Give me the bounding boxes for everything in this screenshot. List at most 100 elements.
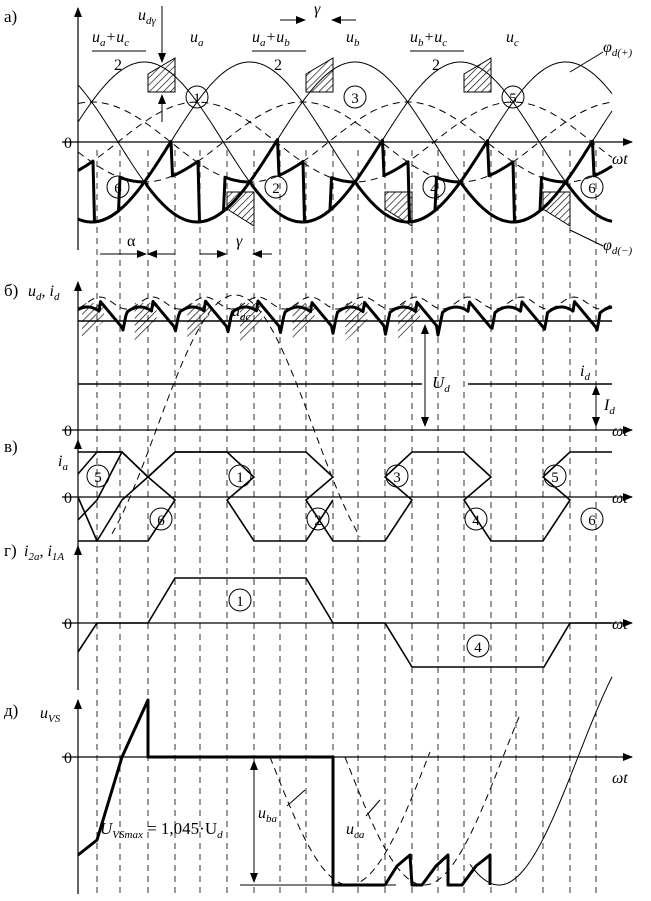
Id-label: Id	[603, 397, 615, 417]
circle-6-left: 6	[106, 175, 130, 199]
svg-text:6: 6	[588, 513, 596, 529]
svg-text:4: 4	[474, 640, 482, 656]
circle-4: 4	[422, 175, 446, 199]
svg-text:ua+ub: ua+ub	[252, 29, 290, 49]
panel-a: а) 0 ωt α γ γ udγ ua+uc 2 ua ua+ub	[4, 1, 633, 258]
uca-dashed-curve	[344, 716, 520, 886]
panel-b-output-voltage	[77, 294, 613, 537]
uba-dashed-curve	[269, 751, 431, 886]
circle-1: 1	[185, 85, 209, 109]
panel-c-zero: 0	[64, 490, 72, 507]
phi-plus-label: φd(+)	[603, 39, 632, 59]
hatched-area-3	[463, 57, 492, 93]
panel-b-zero: 0	[64, 423, 72, 440]
Umax-formula: UVSmax = 1,045·Ud	[100, 819, 223, 841]
hatched-area-1	[147, 57, 176, 93]
half-sum-curve-c	[77, 101, 613, 183]
c-circle-4: 4	[464, 507, 488, 531]
ia-upper-left	[77, 451, 122, 475]
c-circle-2: 2	[306, 507, 330, 531]
uca-label: uca	[346, 821, 365, 841]
panel-c: в) ia 0 ωt 5 1 3 5 6 2 4 6	[4, 437, 633, 560]
svg-text:5: 5	[509, 91, 517, 107]
gamma-top-label: γ	[314, 1, 321, 18]
uac-label: uac	[232, 303, 251, 323]
uca-leader	[365, 799, 381, 817]
gamma-bottom-label: γ	[236, 233, 243, 250]
udy-label: udγ	[138, 7, 157, 27]
uba-label: uba	[258, 805, 278, 825]
svg-text:4: 4	[472, 513, 480, 529]
svg-text:ua+uc: ua+uc	[92, 29, 129, 49]
panel-d-zero: 0	[64, 616, 72, 633]
d-circle-4: 4	[466, 634, 490, 658]
svg-text:6: 6	[114, 181, 122, 197]
c-circle-6-left: 6	[149, 507, 173, 531]
svg-text:3: 3	[351, 91, 359, 107]
hatched-area-2	[305, 57, 334, 93]
svg-text:1: 1	[236, 470, 244, 486]
hatched-area-6	[542, 191, 571, 227]
thyristor-voltage-waveform	[77, 698, 492, 887]
ud-hatched-notch-3	[187, 303, 210, 341]
panel-b: б) ud, id 0 ωt uac Ud id Id	[4, 281, 633, 537]
svg-text:1: 1	[193, 91, 201, 107]
svg-text:2: 2	[114, 57, 122, 74]
ud-hatched-notch-4	[240, 303, 262, 341]
panel-a-axis-label: ωt	[612, 151, 628, 168]
phi-plus-leader	[569, 51, 604, 73]
svg-text:3: 3	[393, 470, 401, 486]
uba-leader	[286, 789, 306, 807]
svg-text:4: 4	[430, 181, 438, 197]
d-circle-1: 1	[228, 588, 252, 612]
panel-e-thyristor-voltage	[77, 676, 613, 887]
ud-hatched-notch-2	[134, 303, 157, 341]
circle-3: 3	[343, 85, 367, 109]
svg-text:1: 1	[236, 594, 244, 610]
c-circle-5-right: 5	[543, 464, 567, 488]
circle-2: 2	[264, 175, 288, 199]
id-label: id	[580, 363, 590, 383]
panel-c-ylabel: ia	[58, 453, 68, 473]
panel-b-letter: б)	[4, 281, 18, 300]
panel-b-ylabel: ud, id	[28, 283, 60, 303]
panel-d-axis-label: ωt	[612, 616, 628, 633]
panel-a-zero: 0	[64, 135, 72, 152]
circle-6-right: 6	[580, 175, 604, 199]
panel-d-ylabel: i2a, i1A	[24, 543, 64, 563]
half-sum-curve-a	[77, 101, 613, 183]
svg-text:ub+uc: ub+uc	[410, 29, 447, 49]
half-sum-curve-b	[77, 101, 613, 183]
c-circle-3: 3	[385, 464, 409, 488]
panel-e-ylabel: uVS	[40, 705, 61, 725]
ud-ripple-waveform	[77, 299, 613, 337]
panel-c-letter: в)	[4, 437, 18, 456]
c-circle-5-left: 5	[86, 464, 110, 488]
label-ub: ub	[346, 29, 360, 49]
label-ua: ua	[190, 29, 204, 49]
phi-minus-label: φd(−)	[603, 237, 632, 257]
svg-text:2: 2	[272, 181, 280, 197]
panel-e-letter: д)	[4, 701, 18, 720]
Ud-label: Ud	[432, 373, 450, 395]
panel-d-letter: г)	[4, 541, 17, 560]
alpha-label: α	[127, 233, 136, 250]
panel-a-output-voltage-envelopes	[77, 138, 613, 224]
c-circle-6-right: 6	[580, 507, 604, 531]
label-ua-ub-avg: ua+ub 2	[252, 29, 306, 74]
panel-c-axis-label: ωt	[612, 490, 628, 507]
svg-text:2: 2	[432, 57, 440, 74]
label-ub-uc-avg: ub+uc 2	[410, 29, 464, 74]
panel-e-zero: 0	[64, 750, 72, 767]
panel-e: д) uVS 0 ωt uba uca UVSmax = 1,045·Ud	[4, 676, 633, 894]
svg-text:5: 5	[94, 470, 102, 486]
hatched-area-4	[226, 191, 255, 227]
primary-current-waveform	[77, 577, 612, 668]
panel-e-axis-label: ωt	[612, 770, 628, 787]
panel-b-axis-label: ωt	[612, 423, 628, 440]
ia-lower-waveform	[77, 451, 334, 542]
panel-c-phase-currents	[77, 450, 612, 542]
panel-d: г) i2a, i1A 0 ωt 1 4	[4, 541, 633, 690]
svg-text:2: 2	[274, 57, 282, 74]
